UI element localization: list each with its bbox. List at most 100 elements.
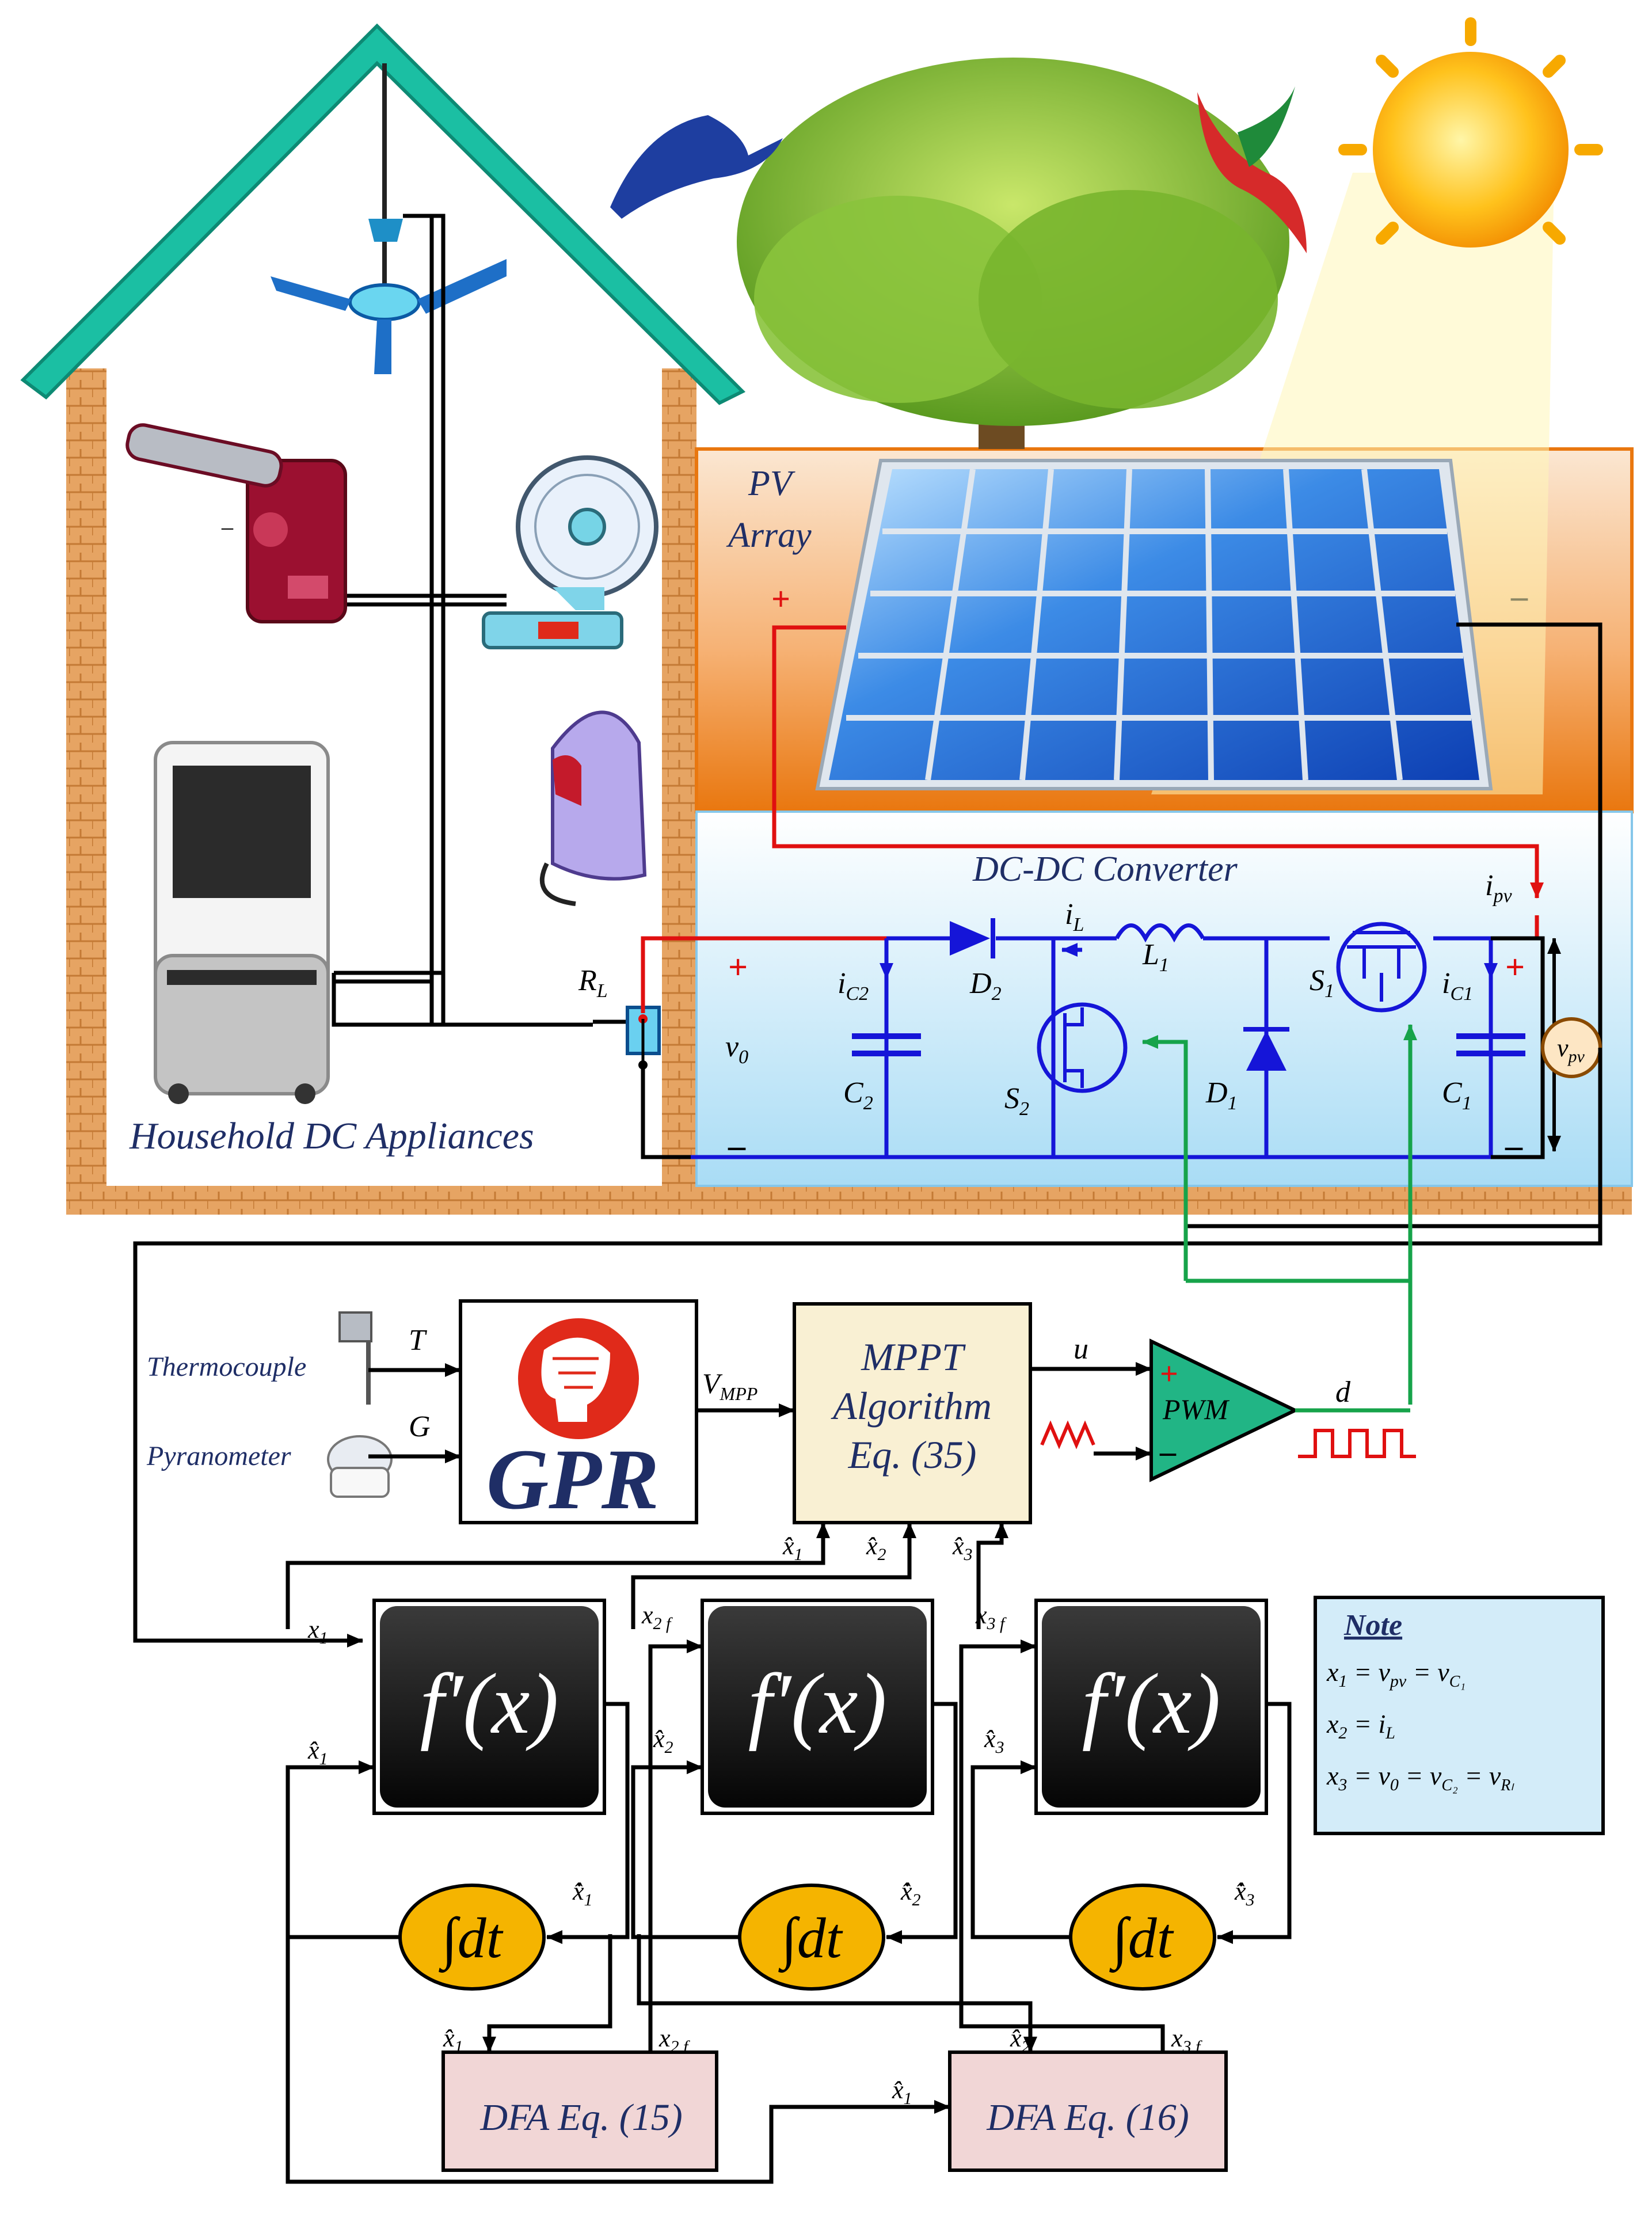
u-label: u: [1074, 1333, 1088, 1365]
l1-label: L1: [1142, 938, 1169, 976]
svg-text:_: _: [221, 506, 234, 532]
note-line3: x3 = v0 = vC₂ = vRₗ: [1326, 1761, 1514, 1794]
thermocouple-icon: [338, 1311, 372, 1405]
house: [20, 23, 1632, 1215]
observer-wiring: [286, 1639, 1292, 2184]
d2-label: D2: [969, 967, 1002, 1005]
integrator-2: ∫dt: [738, 1884, 885, 1991]
s2-label: S2: [1004, 1082, 1029, 1120]
pv-sense-wire: [133, 622, 1602, 1648]
x3hat-mppt-label: x̂3: [952, 1532, 973, 1564]
sawtooth-icon: [1040, 1420, 1095, 1450]
pv-plus-label: +: [771, 580, 790, 618]
solar-panel-icon: [815, 459, 1493, 790]
gpr-label: GPR: [486, 1432, 659, 1527]
house-floor: [66, 1186, 1632, 1215]
pulse-train-icon: [1298, 1429, 1416, 1458]
d-label: d: [1335, 1376, 1351, 1409]
house-left-wall: [66, 368, 106, 1215]
desk-fan-icon: [482, 455, 658, 649]
pv-label-line1: PV: [748, 464, 795, 503]
vpv-minus-label: –: [1505, 1127, 1523, 1165]
pyranometer-icon: [327, 1435, 393, 1498]
load-resistor: RL: [578, 964, 661, 1070]
converter-circuit: [641, 915, 1602, 1228]
dfa16-block: [948, 2050, 1228, 2172]
brain-head-icon: [518, 1318, 639, 1439]
pwm-minus: –: [1159, 1434, 1177, 1470]
x2hatdot-label: x̂̇2: [900, 1877, 921, 1909]
mppt-block: [793, 1302, 1032, 1524]
mppt-line3: Eq. (35): [848, 1433, 977, 1477]
integrator-3-label: ∫dt: [1109, 1906, 1174, 1973]
note-box: [1314, 1596, 1605, 1835]
pwm-label: PWM: [1162, 1393, 1230, 1425]
il-label: iL: [1065, 898, 1084, 935]
pyranometer-label: Pyranometer: [146, 1441, 291, 1471]
s1-label: S1: [1310, 964, 1334, 1002]
g-label: G: [409, 1410, 431, 1443]
ic1-label: iC1: [1442, 967, 1473, 1005]
mppt-line2: Algorithm: [831, 1384, 992, 1428]
derivative-block-2: f′(x): [701, 1599, 934, 1815]
blue-bird-icon: [610, 115, 783, 219]
x3f-dfa16-label: x3 f: [1171, 2024, 1202, 2056]
integrator-1: ∫dt: [398, 1884, 546, 1991]
vmpp-label: VMPP: [702, 1367, 758, 1404]
derivative-block-3-label: f′(x): [1082, 1656, 1221, 1752]
note-line1: x1 = vpv = vC₁: [1326, 1657, 1466, 1691]
air-cooler-icon: [154, 741, 330, 1104]
c2-label: C2: [843, 1076, 873, 1114]
ic2-label: iC2: [838, 967, 869, 1005]
x1hat-dfa16-label: x̂1: [892, 2076, 912, 2108]
dfa16-label: DFA Eq. (16): [986, 2097, 1189, 2139]
x2hat-mppt-label: x̂2: [866, 1532, 886, 1564]
vpv-plus-label: +: [1505, 948, 1525, 986]
s2-gate-signal: [1142, 1035, 1188, 1281]
pv-label-line2: Array: [726, 516, 812, 555]
lantern-radio-icon: _: [125, 423, 347, 623]
x2hat-input-label: x̂2: [653, 1725, 673, 1757]
d1-label: D1: [1205, 1076, 1238, 1114]
derivative-block-2-label: f′(x): [748, 1656, 887, 1752]
pwm-comparator: [1149, 1338, 1299, 1482]
ipv-label: ipv: [1485, 869, 1512, 907]
x1hatdot-label: x̂̇1: [572, 1877, 593, 1909]
x3f-input-label: x3 f: [975, 1601, 1007, 1633]
mppt-line1: MPPT: [861, 1335, 966, 1379]
x1-input-label: x1: [307, 1615, 328, 1648]
house-right-wall: [662, 368, 696, 1215]
ceiling-fan-icon: [271, 63, 507, 374]
v0-label: v0: [725, 1030, 748, 1068]
clothes-iron-icon: [539, 710, 647, 906]
integrator-2-label: ∫dt: [778, 1906, 843, 1973]
x1hat-input-label: x̂1: [307, 1736, 328, 1768]
x2f-input-label: x2 f: [641, 1601, 673, 1633]
derivative-block-3: f′(x): [1034, 1599, 1268, 1815]
derivative-block-1: f′(x): [372, 1599, 606, 1815]
note-title: Note: [1343, 1609, 1402, 1642]
dfa15-label: DFA Eq. (15): [479, 2097, 682, 2139]
thermocouple-label: Thermocouple: [147, 1352, 306, 1382]
parrot-icon: [1197, 86, 1307, 253]
pwm-plus: +: [1160, 1356, 1178, 1392]
v0-plus-label: +: [728, 948, 748, 986]
c1-label: C1: [1442, 1076, 1472, 1114]
vpv-label: vpv: [1557, 1034, 1585, 1066]
converter-title: DC-DC Converter: [972, 850, 1238, 889]
household-appliances-label: Household DC Appliances: [129, 1115, 534, 1157]
pv-positive-wire: [772, 625, 1544, 899]
converter-area: [695, 811, 1633, 1187]
note-line2: x2 = iL: [1326, 1709, 1395, 1743]
v0-minus-label: –: [728, 1127, 746, 1165]
integrator-1-label: ∫dt: [438, 1906, 503, 1973]
t-label: T: [409, 1324, 427, 1357]
x3hatdot-label: x̂̇3: [1234, 1877, 1255, 1909]
integrator-3: ∫dt: [1069, 1884, 1216, 1991]
tree-icon: [737, 58, 1289, 449]
derivative-block-1-label: f′(x): [420, 1656, 559, 1752]
x3hat-input-label: x̂3: [984, 1725, 1004, 1757]
x1hat-mppt-label: x̂1: [782, 1532, 803, 1564]
load-label: RL: [578, 964, 608, 1002]
